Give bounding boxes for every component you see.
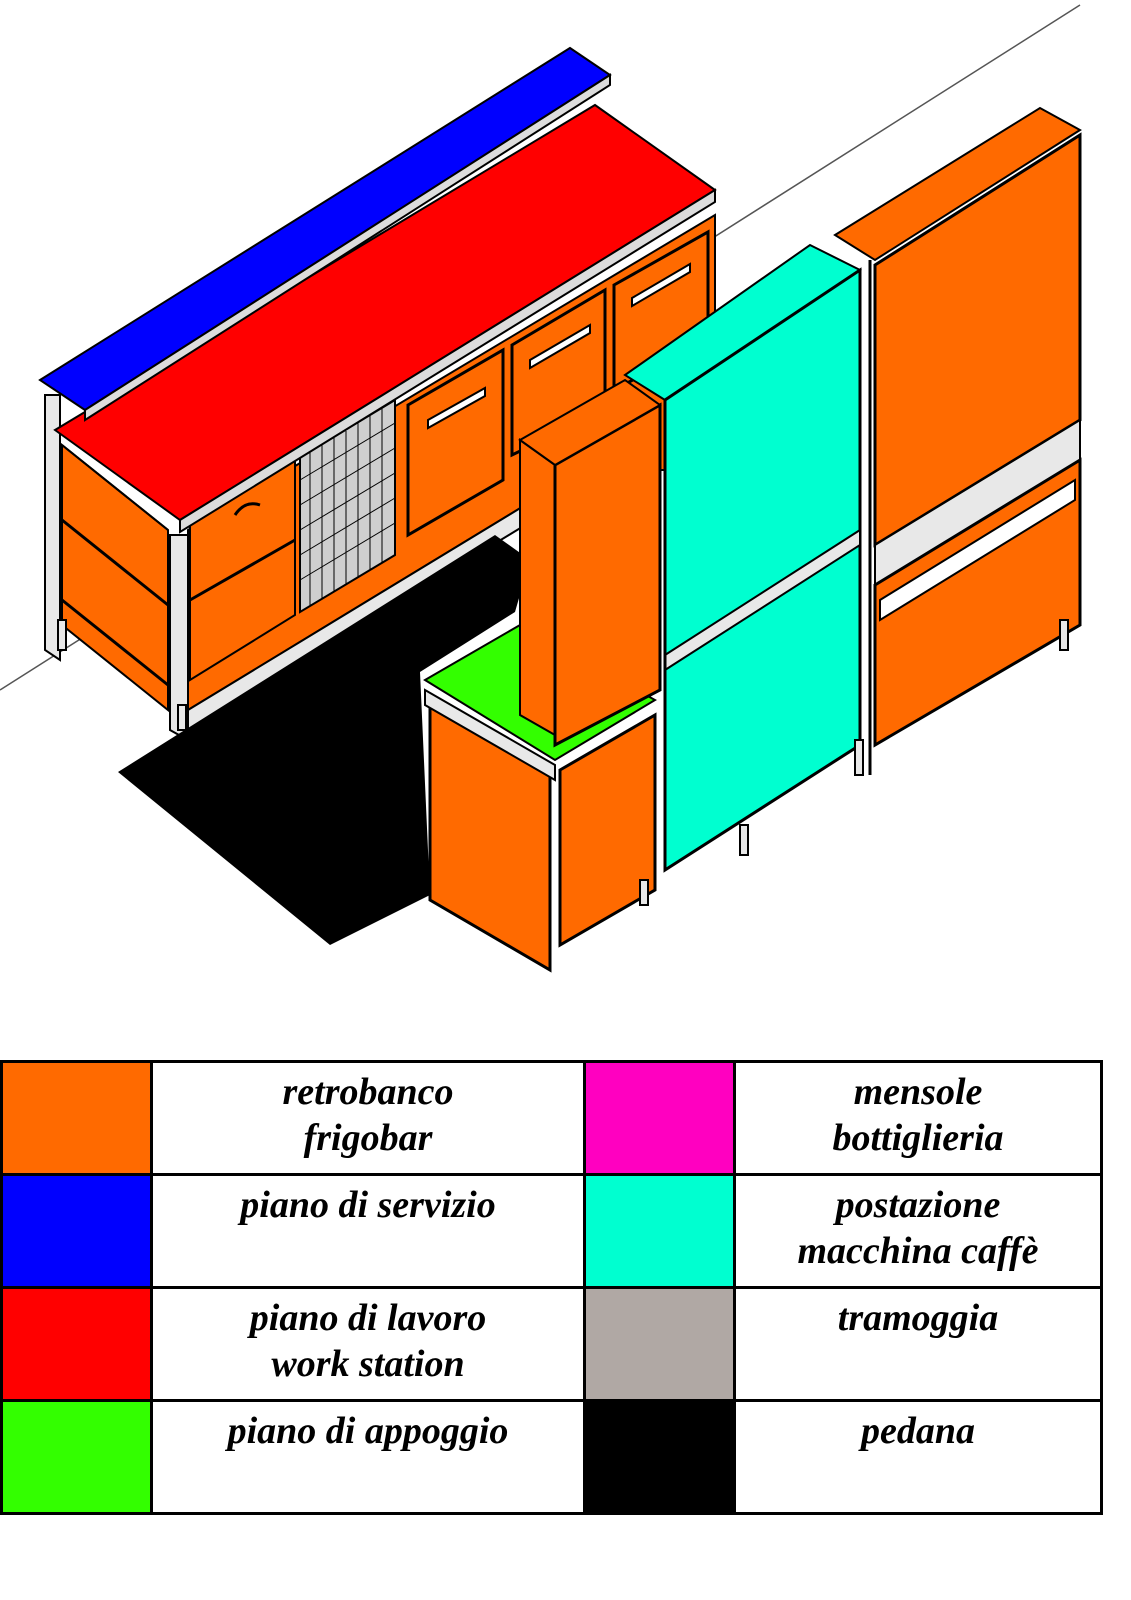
legend-swatch-color xyxy=(3,1402,150,1512)
lower-cabinet-frame xyxy=(424,688,556,782)
legend-label-line: tramoggia xyxy=(837,1297,999,1339)
legend-label-line: postazione xyxy=(835,1184,1001,1226)
legend-swatch xyxy=(583,1060,736,1176)
legend-label-line: bottiglieria xyxy=(832,1117,1004,1159)
shelf-line xyxy=(61,518,169,607)
legend-swatch xyxy=(0,1399,153,1515)
legend-swatch-color xyxy=(3,1063,150,1173)
legend-label: pedana xyxy=(733,1399,1103,1515)
tall-cabinet-top xyxy=(833,106,1082,262)
column-side xyxy=(519,438,556,737)
legend-label-line: retrobanco xyxy=(282,1071,454,1113)
back-counter-frame xyxy=(44,394,61,662)
bar-counter-isometric-drawing xyxy=(0,4,1082,973)
legend-swatch-color xyxy=(3,1289,150,1399)
legend-label-line: frigobar xyxy=(303,1117,433,1159)
glass-door-grid xyxy=(299,408,396,606)
footboard-black xyxy=(118,535,530,945)
legend-swatch-color xyxy=(586,1176,733,1286)
legend-swatch xyxy=(0,1286,153,1402)
legend-swatch-color xyxy=(586,1063,733,1173)
drain-hook xyxy=(233,502,261,516)
service-top-edge xyxy=(84,73,611,422)
shelf-line xyxy=(61,444,169,531)
tall-cabinet-lower xyxy=(873,457,1082,748)
shelf-line xyxy=(61,598,169,687)
legend-label-line: piano di servizio xyxy=(240,1184,496,1226)
legend-label: piano di servizio xyxy=(150,1173,586,1289)
legend-label-line: piano di appoggio xyxy=(227,1410,509,1452)
drawer-handles xyxy=(427,262,691,430)
work-top-edge xyxy=(179,188,716,534)
legend-label: piano di appoggio xyxy=(150,1399,586,1515)
legend-label-line: mensole xyxy=(853,1071,983,1113)
tall-cabinet-panel xyxy=(879,478,1076,622)
legend-swatch xyxy=(583,1173,736,1289)
legend-label: tramoggia xyxy=(733,1286,1103,1402)
legend-label-line: piano di lavoro xyxy=(249,1297,487,1339)
legend-swatch xyxy=(583,1399,736,1515)
column-top xyxy=(518,378,662,467)
legend-swatch xyxy=(583,1286,736,1402)
legend-swatch xyxy=(0,1060,153,1176)
legend-swatch-color xyxy=(586,1402,733,1512)
legend-swatch-color xyxy=(586,1289,733,1399)
cabinet-legs xyxy=(57,619,1069,906)
legend-swatch xyxy=(0,1173,153,1289)
legend-label-line: pedana xyxy=(861,1410,975,1452)
legend-swatch-color xyxy=(3,1176,150,1286)
legend-label-line: macchina caffè xyxy=(797,1230,1039,1272)
shelf-line xyxy=(189,538,296,602)
lower-cabinet-front xyxy=(558,712,657,948)
legend-row: piano di appoggio pedana xyxy=(0,1399,1103,1515)
legend-label-line: work station xyxy=(271,1343,465,1385)
